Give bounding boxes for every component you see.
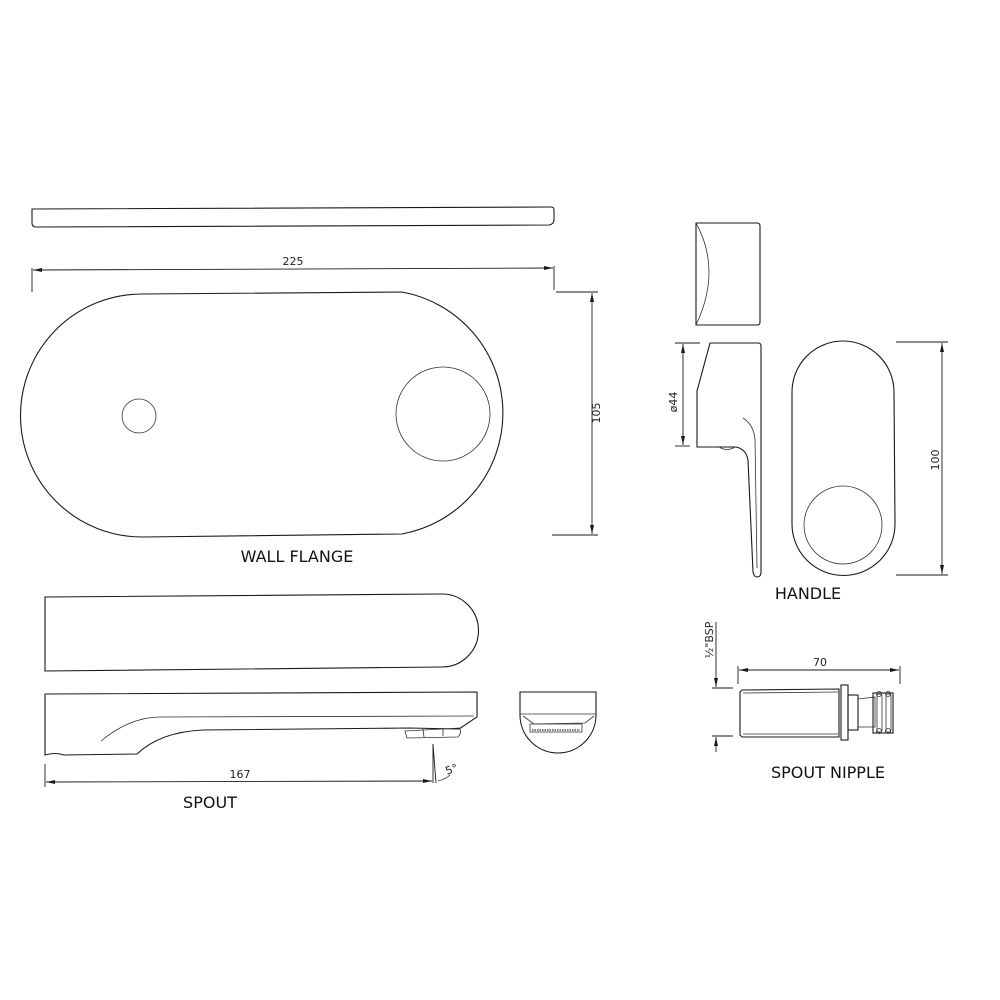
spout-nipple-drawing — [739, 684, 894, 741]
flange-width-dimension: 225 — [31, 255, 555, 292]
wall-flange-front-view — [19, 291, 504, 538]
flange-height-label: 105 — [590, 403, 603, 424]
wall-flange-title: WALL FLANGE — [241, 547, 354, 566]
handle-diameter-dimension: ø44 — [667, 342, 700, 447]
handle-height-dimension: 100 — [896, 341, 948, 576]
handle-side-view — [696, 342, 762, 578]
nipple-thread-label: ½"BSP — [703, 621, 716, 658]
flange-width-label: 225 — [283, 255, 304, 268]
spout-top-view — [44, 593, 479, 672]
nipple-length-dimension: 70 — [737, 656, 901, 684]
spout-side-view — [44, 691, 478, 756]
nipple-thread-dimension: ½"BSP — [703, 621, 733, 752]
flange-height-dimension: 105 — [552, 291, 603, 536]
spout-length-label: 167 — [230, 768, 251, 781]
handle-height-label: 100 — [929, 450, 942, 471]
handle-top-view — [695, 222, 761, 326]
spout-end-view — [519, 691, 597, 754]
handle-grip-circle — [803, 485, 883, 565]
nipple-flange — [840, 684, 849, 741]
spout-angle-dimension: 5° — [432, 743, 460, 784]
spout-angle-label: 5° — [444, 761, 460, 777]
handle-diameter-label: ø44 — [667, 392, 680, 413]
nipple-length-label: 70 — [813, 656, 827, 669]
flange-large-hole — [395, 366, 491, 462]
wall-flange-top-profile — [31, 206, 555, 228]
spout-title: SPOUT — [183, 793, 237, 812]
spout-length-dimension: 167 — [44, 764, 433, 787]
handle-front-view — [791, 340, 896, 577]
flange-small-hole — [121, 398, 157, 434]
handle-title: HANDLE — [775, 584, 841, 603]
spout-nipple-title: SPOUT NIPPLE — [771, 763, 885, 782]
